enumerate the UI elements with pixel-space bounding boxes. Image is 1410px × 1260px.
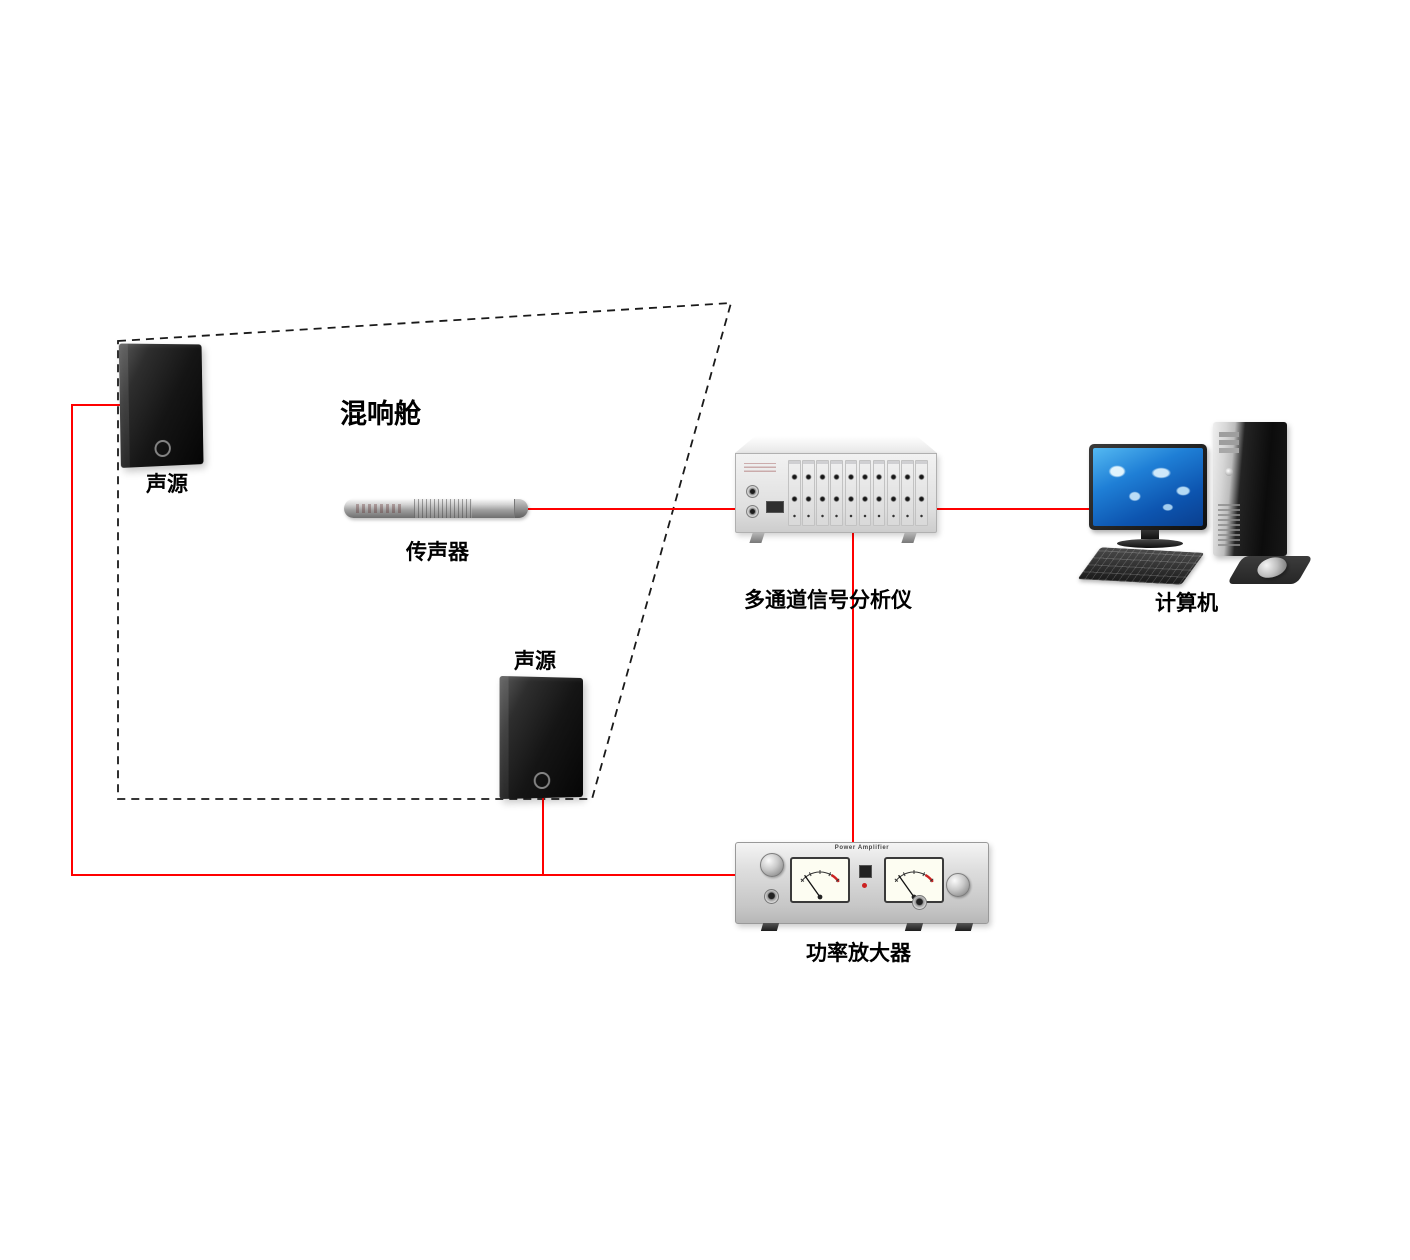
speaker-edge-highlight — [499, 675, 509, 800]
monitor-stand-neck — [1141, 530, 1159, 539]
monitor-stand-base — [1117, 539, 1183, 548]
speaker-cabinet — [499, 675, 584, 800]
vu-meter-left — [790, 857, 850, 903]
reverberation-chamber-outline — [117, 302, 733, 800]
microphone-grip-band — [414, 499, 472, 518]
amplifier-gain-knob-right — [946, 873, 970, 897]
chamber-label: 混响舱 — [340, 399, 421, 429]
amplifier-foot — [904, 923, 924, 931]
microphone-print-text — [356, 504, 404, 513]
speaker-logo-icon — [533, 771, 551, 790]
microphone-end-cap — [514, 499, 528, 518]
bnc-channel-module — [802, 460, 815, 526]
amplifier-gain-knob-left — [760, 853, 784, 877]
microphone-label: 传声器 — [406, 541, 469, 564]
speaker-logo-icon — [154, 439, 172, 458]
analyzer-connector-1 — [746, 485, 759, 498]
bnc-channel-module — [844, 460, 858, 526]
measurement-microphone — [344, 499, 528, 518]
computer-workstation — [1077, 418, 1327, 598]
amplifier-output-connector — [912, 895, 927, 910]
tower-power-button — [1225, 468, 1233, 476]
speaker-edge-highlight — [118, 343, 130, 468]
speaker-cabinet — [118, 343, 204, 468]
bnc-channel-module — [830, 460, 843, 526]
analyzer-control-section — [742, 461, 786, 525]
computer-monitor — [1089, 444, 1211, 564]
bnc-channel-module — [858, 460, 872, 526]
bnc-channel-module — [901, 460, 914, 526]
analyzer-label: 多通道信号分析仪 — [744, 589, 912, 612]
computer-tower — [1213, 422, 1287, 556]
amplifier-center-panel — [852, 863, 878, 903]
tower-vent-grille — [1218, 504, 1240, 546]
bnc-channel-module — [872, 460, 886, 526]
monitor-frame — [1089, 444, 1207, 530]
wire-amplifier-to-speaker-top — [71, 404, 740, 876]
analyzer-connector-2 — [746, 505, 759, 518]
amplifier-label: 功率放大器 — [806, 942, 911, 965]
bnc-channel-module — [788, 460, 801, 526]
amplifier-power-led — [862, 883, 867, 888]
speaker-bottom-label: 声源 — [514, 650, 556, 673]
speaker-top — [118, 343, 204, 468]
speaker-top-label: 声源 — [146, 473, 188, 496]
amplifier-foot — [954, 923, 974, 931]
monitor-screen-world-map — [1093, 448, 1203, 526]
analyzer-channel-modules — [786, 460, 930, 526]
signal-analyzer — [735, 436, 937, 543]
tower-drive-bays — [1219, 432, 1239, 437]
computer-label: 计算机 — [1155, 592, 1218, 615]
vu-meter-face — [894, 870, 934, 900]
bnc-channel-module — [887, 460, 900, 526]
speaker-bottom — [499, 675, 584, 800]
analyzer-brand-mark — [744, 463, 776, 472]
bnc-channel-module — [915, 460, 928, 526]
vu-meter-face — [800, 870, 840, 900]
computer-keyboard — [1077, 547, 1205, 585]
amplifier-foot — [760, 923, 780, 931]
amplifier-input-connector — [764, 889, 779, 904]
analyzer-top-face — [735, 436, 937, 453]
bnc-channel-module — [816, 460, 829, 526]
amplifier-panel-text: Power Amplifier — [834, 845, 890, 851]
analyzer-front-panel — [735, 453, 937, 533]
power-amplifier: Power Amplifier — [735, 842, 989, 931]
analyzer-display — [766, 501, 784, 513]
amplifier-center-display — [859, 865, 872, 878]
